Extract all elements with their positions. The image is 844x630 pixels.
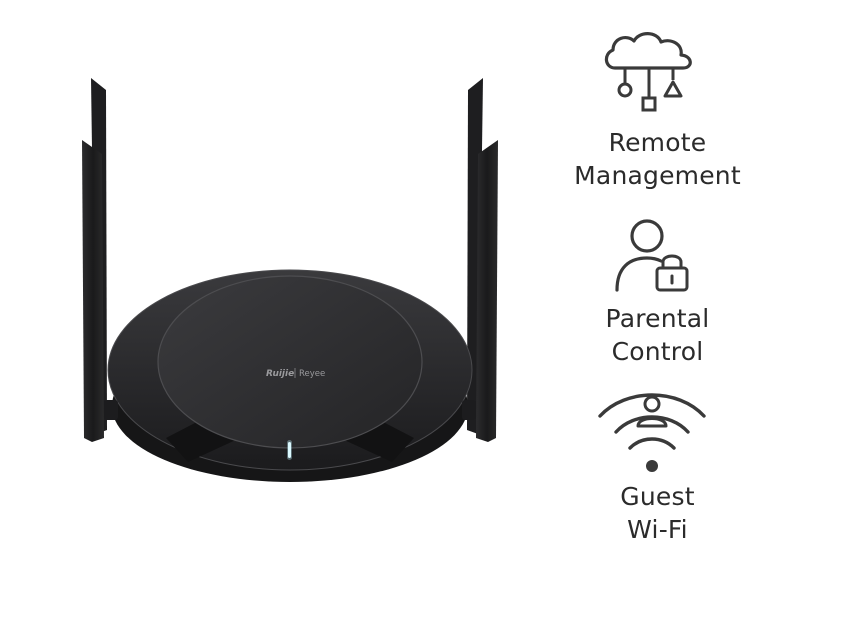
user-lock-icon (615, 219, 689, 292)
status-led (288, 442, 291, 458)
feature-label-guest-wifi: Guest Wi-Fi (620, 482, 695, 544)
feature-label-remote-management: Remote Management (574, 128, 741, 190)
reyee-logo-text: Reyee (299, 369, 325, 379)
cloud-network-icon (604, 32, 692, 112)
router-image: Ruijie Reyee (82, 78, 498, 482)
guest-wifi-icon (598, 393, 706, 472)
ruijie-logo-text: Ruijie (266, 369, 294, 379)
feature-label-parental-control: Parental Control (605, 304, 710, 366)
